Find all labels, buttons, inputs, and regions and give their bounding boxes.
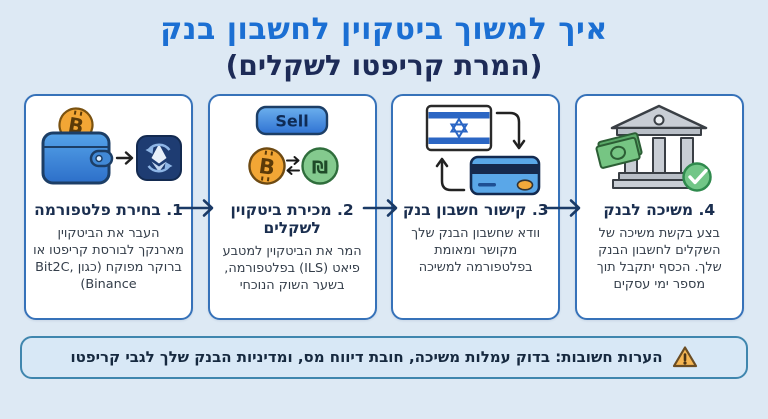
wallet-to-exchange-icon: B	[41, 106, 182, 185]
subtitle: (המרת קריפטו לשקלים)	[225, 49, 543, 82]
step-description: וודא שחשבון הבנק שלך מקושר ומאומת בפלטפו…	[411, 225, 541, 275]
step-title: 4. משיכה לבנק	[603, 200, 716, 219]
step-title: 2. מכירת ביטקוין לשקלים	[230, 200, 354, 237]
swap-arrows-icon	[286, 155, 301, 175]
check-badge-icon	[682, 161, 713, 192]
bitcoin-coin-icon: B	[248, 146, 286, 185]
flow-arrow-icon	[545, 198, 581, 217]
step-card-2: Sell B	[207, 93, 377, 320]
shekel-coin-icon: ₪	[301, 146, 339, 185]
wallet-to-exchange-icon: B	[33, 102, 184, 198]
footer-label: הערות חשובות:	[555, 348, 663, 367]
money-bill-icon	[595, 131, 643, 169]
footer-note: הערות חשובות: בדוק עמלות משיכה, חובת דיו…	[20, 335, 748, 379]
svg-text:B: B	[257, 154, 276, 180]
steps-row: B	[24, 93, 744, 320]
footer-text: הערות חשובות: בדוק עמלות משיכה, חובת דיו…	[70, 348, 662, 366]
bank-withdrawal-icon	[584, 102, 735, 198]
svg-text:₪: ₪	[312, 157, 328, 178]
svg-text:Sell: Sell	[275, 111, 308, 130]
title-block: איך למשוך ביטקוין לחשבון בנק (המרת קריפט…	[0, 0, 768, 83]
step-card-1: B	[24, 93, 193, 320]
flow-arrow-icon	[178, 94, 214, 320]
sell-button-icon: Sell	[255, 105, 329, 135]
step-description: בצע בקשת משיכה של השקלים לחשבון הבנק שלך…	[596, 225, 722, 292]
flow-arrow-icon	[545, 94, 581, 320]
step-description: המר את הביטקוין למטבע פיאט (ILS) בפלטפור…	[222, 244, 362, 293]
sell-bitcoin-for-shekel-icon: Sell B	[217, 102, 368, 198]
sell-bitcoin-for-shekel-icon: Sell B	[248, 105, 339, 185]
credit-card-icon	[469, 155, 540, 195]
bank-withdrawal-icon	[595, 104, 713, 192]
flow-arrow-icon	[362, 198, 397, 217]
flow-arrow-icon	[178, 198, 214, 217]
link-arrows-icon	[435, 111, 525, 191]
israel-flag-card-link-icon	[400, 102, 551, 198]
footer-message: בדוק עמלות משיכה, חובת דיווח מס, ומדיניו…	[70, 348, 551, 367]
israel-flag-icon	[425, 104, 492, 151]
flow-arrow-icon	[362, 94, 397, 320]
step-title: 3. קישור חשבון בנק	[402, 200, 549, 219]
step-description: העבר את הביטקוין מארנקך לבורסת קריפטו או…	[33, 225, 184, 292]
step-title: 1. בחירת פלטפורמה	[34, 200, 183, 219]
small-right-arrow-icon	[115, 150, 133, 165]
main-title: איך למשוך ביטקוין לחשבון בנק	[160, 12, 608, 47]
israel-flag-card-link-icon	[425, 104, 540, 195]
step-card-4: 4. משיכה לבנק בצע בקשת משיכה של השקלים ל…	[574, 93, 744, 320]
warning-icon	[672, 345, 698, 369]
step-card-3: 3. קישור חשבון בנק וודא שחשבון הבנק שלך …	[391, 93, 561, 320]
crypto-exchange-icon	[135, 134, 182, 181]
wallet-icon	[41, 131, 113, 185]
